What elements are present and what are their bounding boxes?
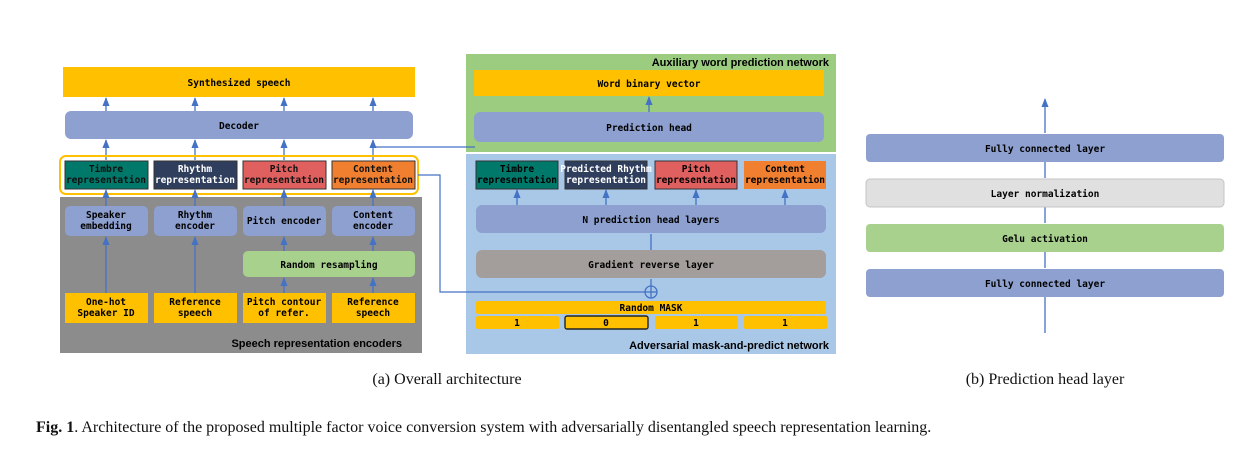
mask-value-box-4 [744,316,827,329]
head-layers-arrows [513,189,789,205]
encoder-representation-arrows [102,189,377,206]
timbre-representation-box [64,160,149,190]
random-resampling-label: Random resampling [280,260,378,271]
adv-pitch-representation-box [654,160,738,190]
input-encoder-arrows [102,236,377,293]
n-prediction-head-layers-box [476,205,826,233]
prediction-head-layer-stack: Fully connected layer Layer normalizatio… [865,134,1225,297]
caption-a: (a) Overall architecture [372,371,521,388]
figure-caption: Fig. 1. Architecture of the proposed mul… [36,419,931,436]
synthesized-speech-label: Synthesized speech [188,78,291,89]
combine-plus-icon [644,285,658,299]
mask-value-boxes: 1 0 1 1 [476,315,827,330]
encoders-group-label: Speech representation encoders [231,338,402,350]
layer-normalization-box [865,178,1225,208]
mask-value-box-1 [476,316,559,329]
gradient-reverse-layer-box [476,250,826,278]
speaker-id-input-box [65,293,148,323]
rhythm-representation-box [153,160,238,190]
mask-value-1: 1 [514,318,520,329]
decoder-label: Decoder [219,121,259,132]
fully-connected-layer-top-label: Fully connected layer [985,144,1105,155]
adv-network-title: Adversarial mask-and-predict network [629,340,830,352]
caption-b: (b) Prediction head layer [966,371,1125,388]
mask-value-4: 1 [782,318,788,329]
pitch-encoder-box [243,206,326,236]
fully-connected-layer-top-box [866,134,1224,162]
word-binary-vector-label: Word binary vector [598,79,701,90]
mask-value-box-3 [655,316,738,329]
fully-connected-layer-bottom-label: Fully connected layer [985,279,1105,290]
gelu-activation-box [866,224,1224,252]
mask-value-3: 1 [693,318,699,329]
gradient-reverse-layer-label: Gradient reverse layer [588,260,714,271]
n-prediction-head-layers-label: N prediction head layers [582,215,719,226]
content-representation-box [331,160,416,190]
speaker-embedding-box [65,206,148,236]
prediction-head-box [474,112,824,142]
figure-caption-label: Fig. 1 [36,419,74,436]
content-encoder-box [332,206,415,236]
adv-content-representation-box [744,161,826,189]
mask-value-2: 0 [603,318,609,329]
adv-predicted-rhythm-box [564,160,648,190]
adv-timbre-representation-box [475,160,559,190]
pitch-contour-input-box [243,293,326,323]
figure-caption-text: . Architecture of the proposed multiple … [74,419,931,436]
random-resampling-box [243,251,415,277]
layer-normalization-label: Layer normalization [991,189,1100,200]
reference-speech-input-box-2 [332,293,415,323]
synthesized-speech-box [63,67,415,97]
reference-speech-input-box-1 [154,293,237,323]
mask-value-box-2 [564,315,649,330]
random-mask-box [476,301,826,314]
cross-connectors [373,146,645,293]
decoder-box [65,111,413,139]
pitch-encoder-label: Pitch encoder [247,216,322,227]
random-mask-label: Random MASK [620,303,683,314]
word-binary-vector-box [474,70,824,96]
pitch-representation-box [242,160,327,190]
fully-connected-layer-bottom-box [866,269,1224,297]
gelu-activation-label: Gelu activation [1002,234,1088,245]
aux-network-title: Auxiliary word prediction network [652,57,830,69]
rhythm-encoder-box [154,206,237,236]
prediction-head-label: Prediction head [606,123,692,134]
